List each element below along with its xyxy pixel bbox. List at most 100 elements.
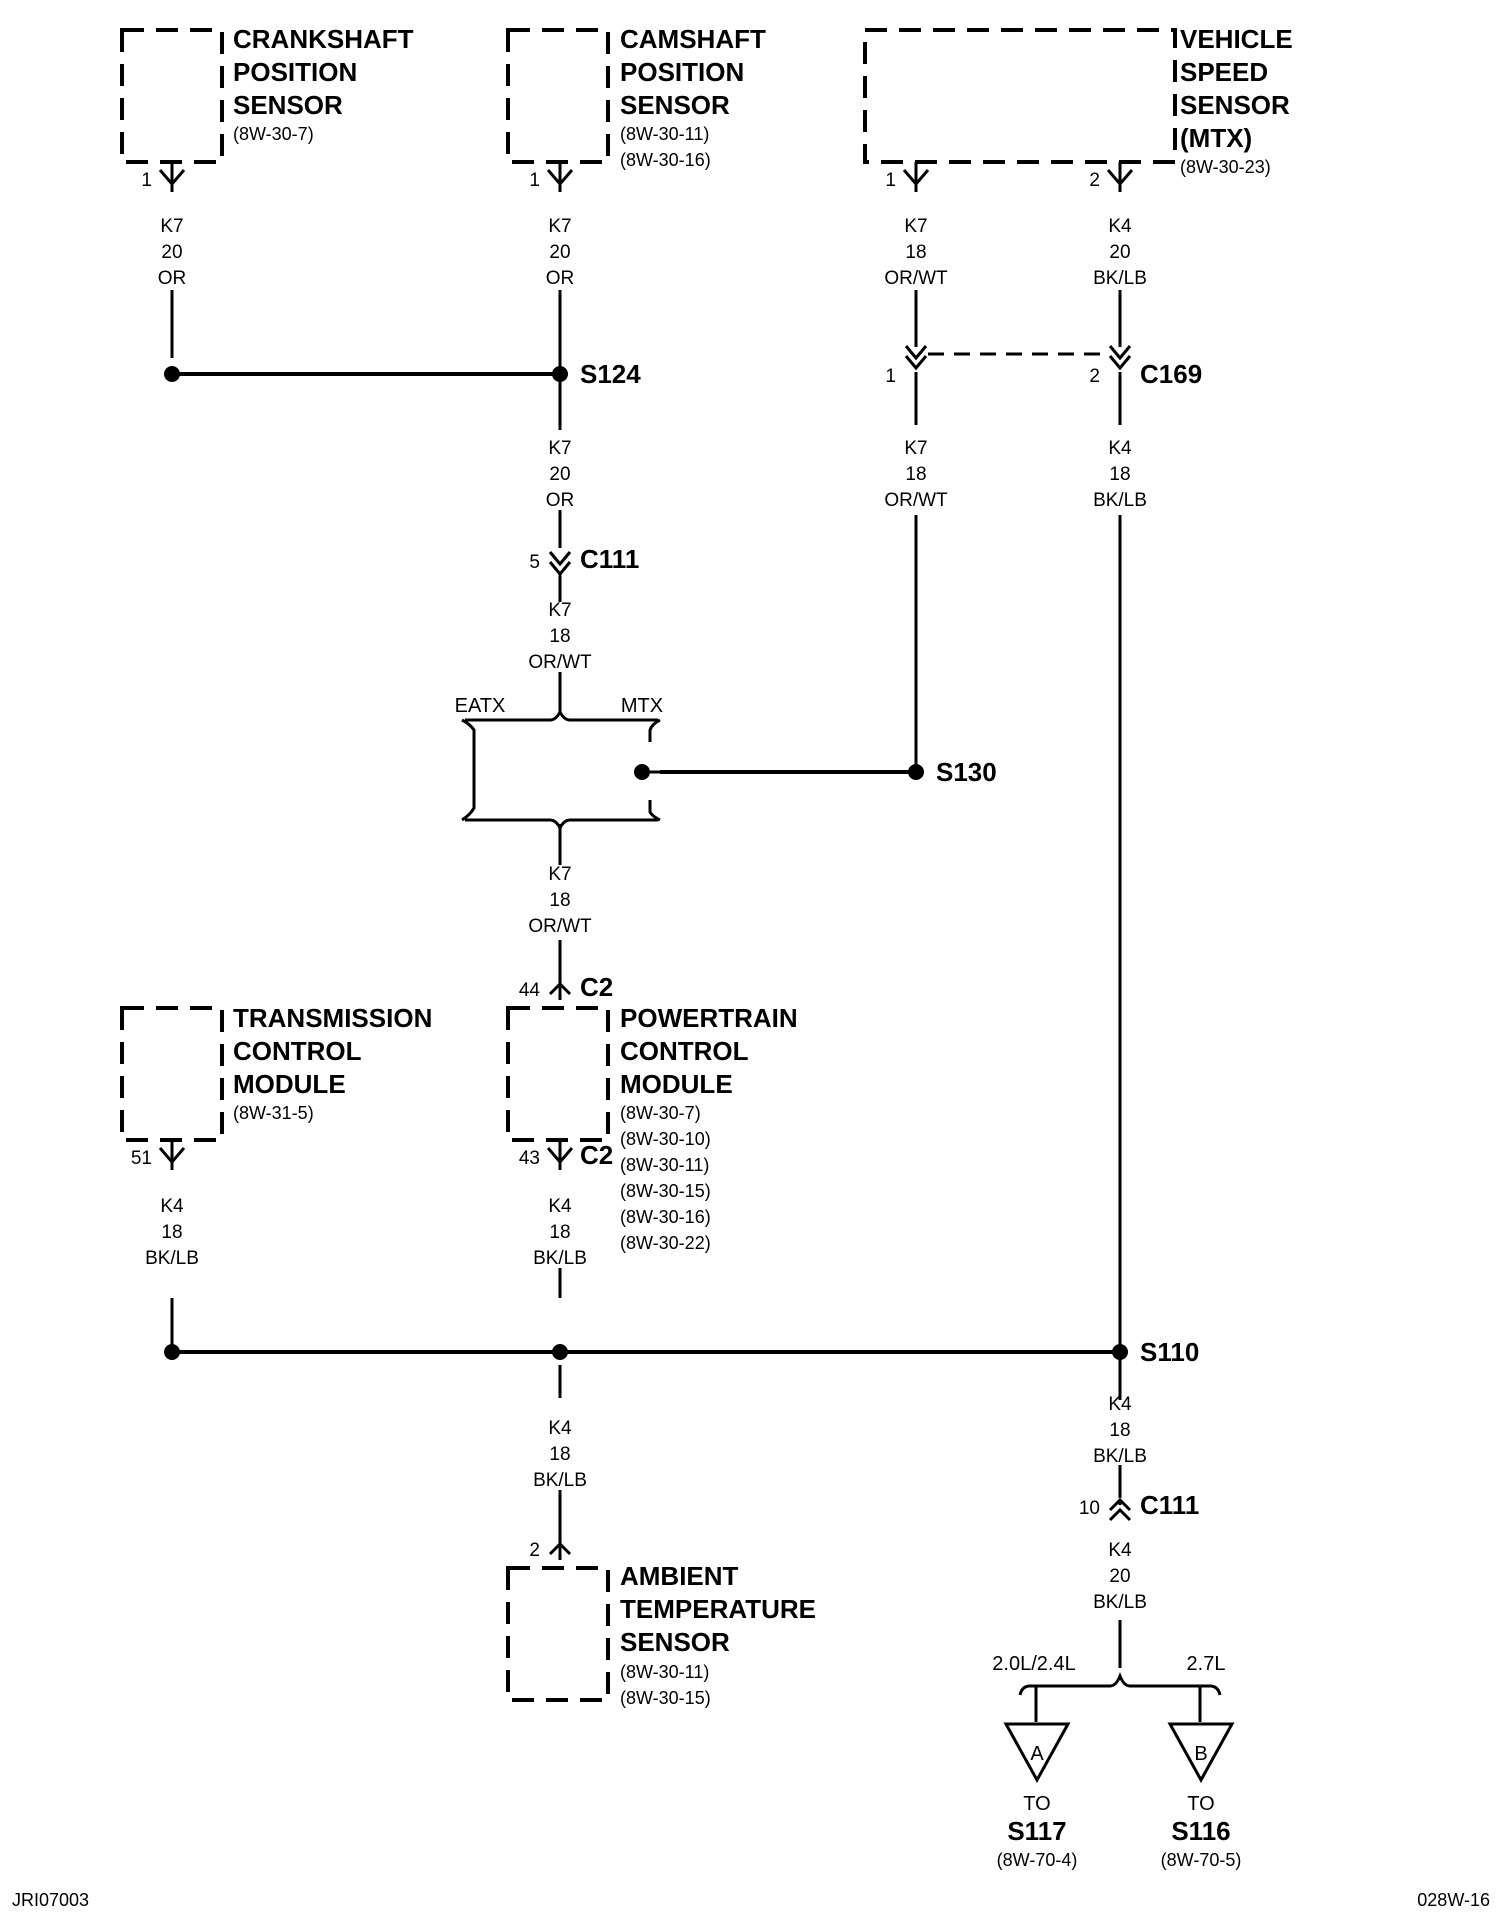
- svg-text:SENSOR: SENSOR: [620, 90, 730, 120]
- wire-w6-gauge: 18: [905, 464, 926, 485]
- vss-label-1: VEHICLE: [1180, 24, 1293, 54]
- svg-text:51: 51: [131, 1148, 152, 1169]
- wire-w11-gauge: 18: [549, 1222, 570, 1243]
- reference-a-to: TO: [1023, 1793, 1050, 1815]
- wire-w9-color: OR/WT: [528, 916, 592, 937]
- wire-w12-circuit: K4: [548, 1418, 572, 1439]
- pcm-ref-3: (8W-30-11): [620, 1155, 709, 1175]
- pin-vss-2: 2: [1089, 170, 1100, 191]
- wire-w3-color: OR/WT: [884, 268, 948, 289]
- svg-text:43: 43: [519, 1148, 540, 1169]
- svg-text:POWERTRAIN: POWERTRAIN: [620, 1003, 798, 1033]
- wire-w2-gauge: 20: [549, 242, 570, 263]
- pin-crank: 1: [141, 170, 152, 191]
- option-mtx: MTX: [621, 695, 663, 717]
- pcm-ref-5: (8W-30-16): [620, 1207, 711, 1227]
- ambient-ref-1: (8W-30-11): [620, 1662, 709, 1682]
- wire-w2-color: OR: [546, 268, 575, 289]
- svg-text:(8W-30-15): (8W-30-15): [620, 1181, 711, 1201]
- svg-text:VEHICLE: VEHICLE: [1180, 24, 1293, 54]
- wire-w13-circuit: K4: [1108, 1394, 1132, 1415]
- splice-dots: [164, 366, 1128, 1360]
- wire-w8-gauge: 18: [549, 626, 570, 647]
- wire-w7-circuit: K4: [1108, 438, 1132, 459]
- splice-s110-label: S110: [1140, 1337, 1199, 1367]
- svg-text:(8W-70-5): (8W-70-5): [1161, 1850, 1242, 1870]
- svg-text:MODULE: MODULE: [620, 1069, 733, 1099]
- wire-w4-circuit: K4: [1108, 216, 1132, 237]
- vss-label-4: (MTX): [1180, 123, 1252, 153]
- powertrain-control-module: POWERTRAIN CONTROL MODULE (8W-30-7) (8W-…: [506, 1003, 798, 1253]
- svg-text:2: 2: [529, 1540, 540, 1561]
- pin-c111-k7: 5: [529, 552, 540, 573]
- svg-text:(8W-30-11): (8W-30-11): [620, 1155, 709, 1175]
- transmission-control-module: TRANSMISSION CONTROL MODULE (8W-31-5): [120, 1003, 432, 1142]
- splice-dot: [164, 1344, 180, 1360]
- connector-c111-k7-label: C111: [580, 544, 639, 574]
- reference-b-to: TO: [1187, 1793, 1214, 1815]
- camshaft-label-3: SENSOR: [620, 90, 730, 120]
- ambient-label-2: TEMPERATURE: [620, 1594, 816, 1624]
- svg-text:(8W-30-22): (8W-30-22): [620, 1233, 711, 1253]
- svg-text:S117: S117: [1007, 1816, 1066, 1846]
- reference-a-letter: A: [1030, 1743, 1044, 1765]
- svg-text:CONTROL: CONTROL: [233, 1036, 362, 1066]
- connector-c2-bot-label: C2: [580, 1140, 613, 1170]
- splice-dot: [908, 764, 924, 780]
- svg-text:EATX: EATX: [455, 695, 506, 717]
- wire-w5-gauge: 20: [549, 464, 570, 485]
- ambient-label-1: AMBIENT: [620, 1561, 739, 1591]
- pcm-ref-6: (8W-30-22): [620, 1233, 711, 1253]
- svg-text:SENSOR: SENSOR: [620, 1627, 730, 1657]
- svg-text:(8W-30-7): (8W-30-7): [233, 124, 314, 144]
- pcm-label-3: MODULE: [620, 1069, 733, 1099]
- wire-w9-gauge: 18: [549, 890, 570, 911]
- svg-text:CRANKSHAFT: CRANKSHAFT: [233, 24, 414, 54]
- splice-dot: [552, 366, 568, 382]
- svg-text:CAMSHAFT: CAMSHAFT: [620, 24, 766, 54]
- svg-text:44: 44: [519, 980, 541, 1001]
- pcm-label-2: CONTROL: [620, 1036, 749, 1066]
- wire-w5-circuit: K7: [548, 438, 571, 459]
- tcm-ref-1: (8W-31-5): [233, 1103, 314, 1123]
- svg-text:C169: C169: [1140, 359, 1202, 389]
- svg-text:(8W-30-16): (8W-30-16): [620, 150, 711, 170]
- reference-a-ref: (8W-70-4): [997, 1850, 1078, 1870]
- wire-w14-color: BK/LB: [1093, 1592, 1147, 1613]
- pin-numbers: 1 1 1 2 1 2 5 44 43 51 2 10: [131, 170, 1100, 1561]
- svg-text:5: 5: [529, 552, 540, 573]
- wire-w7-color: BK/LB: [1093, 490, 1147, 511]
- svg-text:1: 1: [885, 170, 896, 191]
- splice-dot: [1112, 1344, 1128, 1360]
- connector-c111-k4-label: C111: [1140, 1490, 1199, 1520]
- wire-w8-circuit: K7: [548, 600, 571, 621]
- pin-c169-1: 1: [885, 366, 896, 387]
- ambient-temperature-sensor: AMBIENT TEMPERATURE SENSOR (8W-30-11) (8…: [506, 1561, 816, 1708]
- svg-text:(MTX): (MTX): [1180, 123, 1252, 153]
- svg-text:S116: S116: [1171, 1816, 1230, 1846]
- ambient-label-3: SENSOR: [620, 1627, 730, 1657]
- svg-text:028W-16: 028W-16: [1417, 1890, 1490, 1910]
- splice-dot: [552, 1344, 568, 1360]
- svg-text:(8W-30-11): (8W-30-11): [620, 124, 709, 144]
- vss-label-3: SENSOR: [1180, 90, 1290, 120]
- svg-text:JRI07003: JRI07003: [12, 1890, 89, 1910]
- crankshaft-position-sensor: CRANKSHAFT POSITION SENSOR (8W-30-7): [120, 24, 414, 164]
- svg-text:MTX: MTX: [621, 695, 663, 717]
- camshaft-position-sensor: CAMSHAFT POSITION SENSOR (8W-30-11) (8W-…: [506, 24, 766, 170]
- connector-symbols: [158, 169, 1134, 1560]
- svg-text:TO: TO: [1023, 1793, 1050, 1815]
- svg-text:(8W-30-10): (8W-30-10): [620, 1129, 711, 1149]
- wire-w12-color: BK/LB: [533, 1470, 587, 1491]
- svg-text:2.7L: 2.7L: [1187, 1653, 1226, 1675]
